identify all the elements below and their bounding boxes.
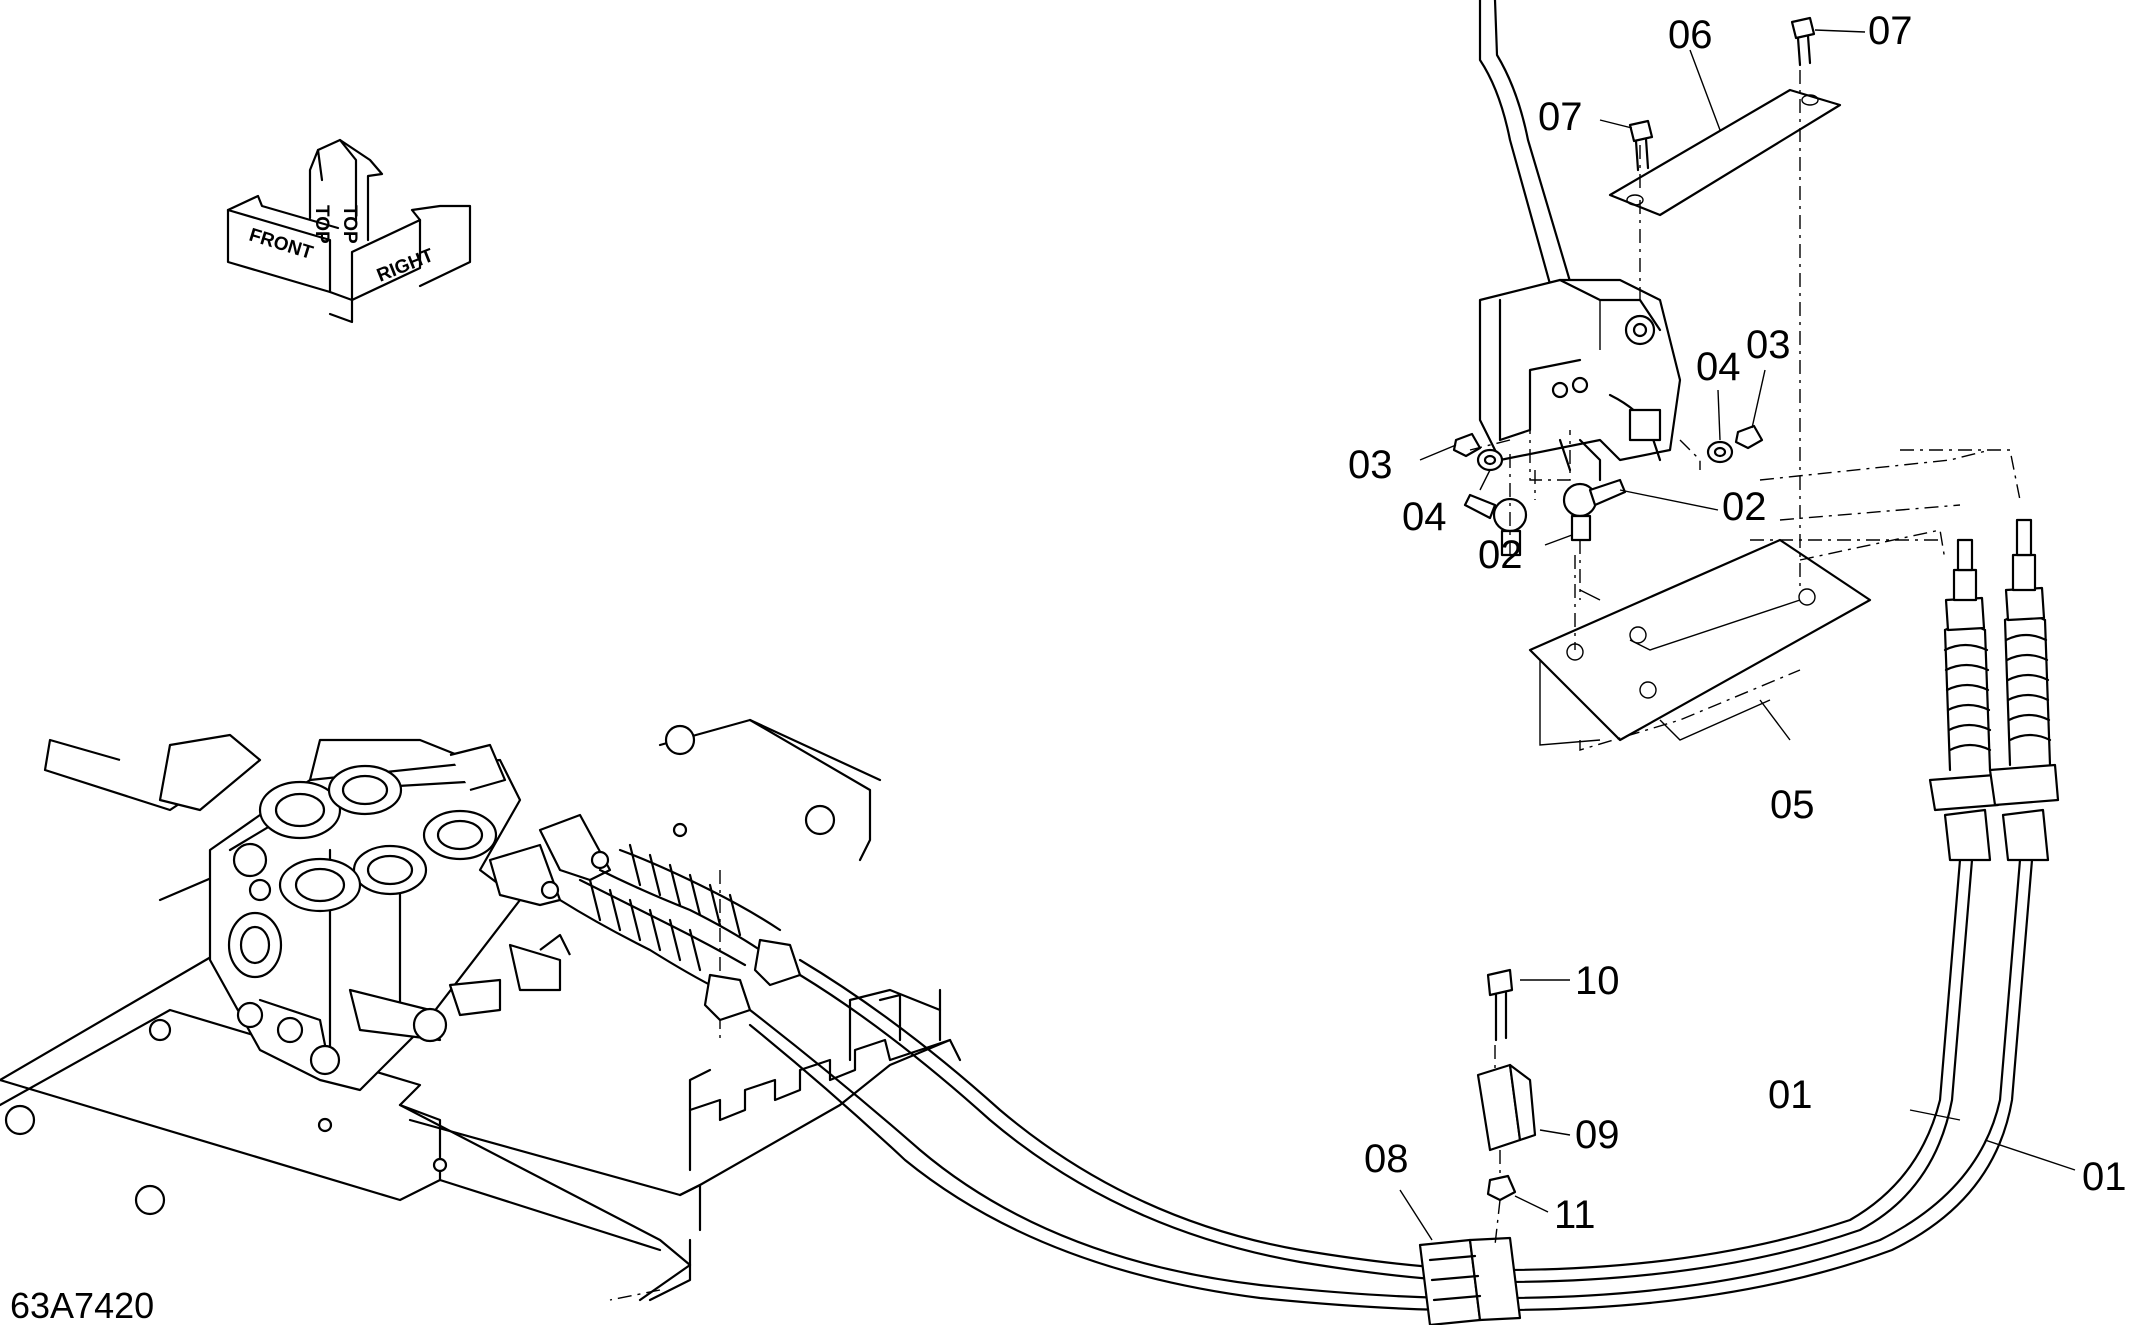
front-label: FRONT — [247, 225, 316, 264]
callout-05: 05 — [1770, 783, 1815, 827]
valve-port — [227, 764, 498, 979]
right-label: RIGHT — [374, 245, 437, 287]
callout-02b: 02 — [1478, 533, 1523, 577]
callout-03b: 03 — [1746, 323, 1791, 367]
cable-clamp — [1418, 1236, 1522, 1325]
callout-11: 11 — [1554, 1193, 1596, 1237]
bolt-07 — [1628, 16, 1816, 172]
base-bolt — [4, 724, 836, 1216]
top-label-left: TOP — [311, 205, 332, 244]
callout-01a: 01 — [1768, 1073, 1813, 1117]
callout-10: 10 — [1575, 959, 1620, 1003]
callout-07a: 07 — [1868, 9, 1913, 53]
cable-bellows-lower — [558, 843, 782, 992]
plate-06 — [1608, 88, 1842, 217]
callout-08: 08 — [1364, 1137, 1409, 1181]
control-valve — [43, 733, 612, 1092]
callout-04a: 04 — [1402, 495, 1447, 539]
callout-03a: 03 — [1348, 443, 1393, 487]
callout-06: 06 — [1668, 13, 1713, 57]
leader-lines — [1399, 29, 2076, 1241]
callout-labels: 01 01 02 02 03 03 04 04 05 06 07 07 08 0… — [1348, 9, 2127, 1237]
base-frame — [0, 718, 962, 1302]
top-label-right: TOP — [339, 205, 360, 244]
callout-04b: 04 — [1696, 345, 1741, 389]
callout-02a: 02 — [1722, 485, 1767, 529]
plate-05 — [1528, 538, 1872, 742]
nut-11 — [1486, 1174, 1517, 1202]
lever-assembly — [1478, 0, 1682, 482]
orientation-indicator: FRONT TOP TOP RIGHT — [226, 138, 472, 324]
cable-bellows-upper — [1928, 518, 2060, 862]
drawing-code: 63A7420 — [10, 1285, 154, 1325]
clamp-bracket — [1476, 1063, 1537, 1152]
callout-01b: 01 — [2082, 1155, 2127, 1199]
valve-bolt — [232, 842, 341, 1076]
callout-09: 09 — [1575, 1113, 1620, 1157]
control-cable — [558, 518, 2060, 1312]
callout-07b: 07 — [1538, 95, 1583, 139]
nut-03 — [1452, 424, 1764, 458]
alignment-lines — [1469, 70, 2021, 1246]
bolt-10 — [1486, 968, 1514, 1042]
